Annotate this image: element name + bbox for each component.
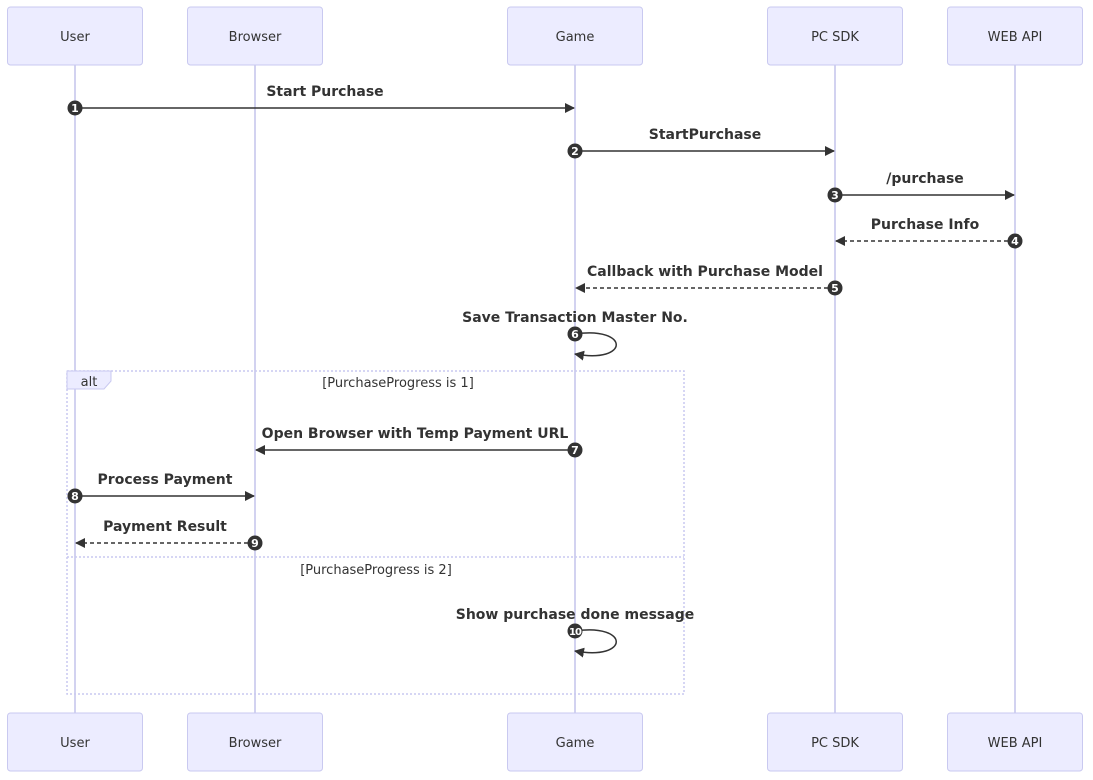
- message-label: StartPurchase: [649, 127, 762, 143]
- actor-label: Browser: [229, 736, 282, 751]
- actor-browser-bottom: Browser: [187, 712, 323, 772]
- sequence-number-badge: 6: [567, 326, 583, 342]
- badge-circle: [1007, 233, 1023, 249]
- actor-box: [7, 712, 143, 772]
- alt-frame: [66, 370, 685, 695]
- message-label: Process Payment: [98, 472, 233, 488]
- message-label: Payment Result: [103, 519, 227, 535]
- badge-number: 1: [71, 102, 79, 115]
- actor-box: [187, 6, 323, 66]
- sequence-number-badge: 3: [827, 187, 843, 203]
- badge-number: 10: [569, 627, 582, 638]
- message-1: Start Purchase 1: [67, 84, 575, 116]
- sequence-number-badge: 2: [567, 143, 583, 159]
- actor-box: [947, 6, 1083, 66]
- alt-fragment: alt [PurchaseProgress is 1] [PurchasePro…: [66, 370, 685, 695]
- message-10: Show purchase done message 10: [456, 607, 694, 658]
- sequence-number-badge: 4: [1007, 233, 1023, 249]
- message-label: Show purchase done message: [456, 607, 694, 623]
- message-label: Purchase Info: [871, 217, 980, 233]
- badge-circle: [247, 535, 263, 551]
- message-label: Save Transaction Master No.: [462, 310, 688, 326]
- message-arrow: [574, 332, 617, 361]
- sequence-number-badge: 5: [827, 280, 843, 296]
- actor-label: User: [60, 30, 90, 45]
- actor-label: Game: [556, 30, 595, 45]
- badge-number: 2: [571, 145, 579, 158]
- badge-circle: [567, 326, 583, 342]
- actor-box: [7, 6, 143, 66]
- message-6: Save Transaction Master No. 6: [462, 310, 688, 361]
- actor-user-bottom: User: [7, 712, 143, 772]
- actor-user-top: User: [7, 6, 143, 66]
- actor-box: [767, 6, 903, 66]
- message-arrow: [574, 629, 617, 658]
- message-3: /purchase 3: [827, 171, 1015, 203]
- alt-keyword: alt: [81, 375, 98, 390]
- badge-circle: [567, 143, 583, 159]
- message-label: Open Browser with Temp Payment URL: [262, 426, 569, 442]
- actor-webapi-top: WEB API: [947, 6, 1083, 66]
- lifelines: [74, 65, 1016, 713]
- actor-pcsdk-bottom: PC SDK: [767, 712, 903, 772]
- sequence-number-badge: 10: [567, 623, 583, 639]
- alt-condition-2: [PurchaseProgress is 2]: [300, 563, 452, 578]
- actor-label: WEB API: [988, 736, 1043, 751]
- actor-label: Browser: [229, 30, 282, 45]
- badge-circle: [827, 280, 843, 296]
- actor-box: [947, 712, 1083, 772]
- alt-tab: [66, 370, 112, 390]
- actor-box: [767, 712, 903, 772]
- badge-circle: [67, 100, 83, 116]
- message-5: Callback with Purchase Model 5: [575, 264, 843, 296]
- badge-number: 4: [1011, 235, 1019, 248]
- actor-pcsdk-top: PC SDK: [767, 6, 903, 66]
- badge-number: 3: [831, 189, 839, 202]
- badge-circle: [567, 623, 583, 639]
- actor-label: Game: [556, 736, 595, 751]
- actor-box: [507, 712, 643, 772]
- message-9: Payment Result 9: [75, 519, 263, 551]
- sequence-number-badge: 8: [67, 488, 83, 504]
- badge-number: 6: [571, 328, 579, 341]
- actor-box: [507, 6, 643, 66]
- badge-number: 5: [831, 282, 839, 295]
- sequence-number-badge: 9: [247, 535, 263, 551]
- actor-label: User: [60, 736, 90, 751]
- actor-game-bottom: Game: [507, 712, 643, 772]
- message-2: StartPurchase 2: [567, 127, 835, 159]
- badge-circle: [67, 488, 83, 504]
- actor-label: PC SDK: [811, 30, 859, 45]
- actor-label: PC SDK: [811, 736, 859, 751]
- actor-webapi-bottom: WEB API: [947, 712, 1083, 772]
- sequence-number-badge: 7: [567, 442, 583, 458]
- sequence-number-badge: 1: [67, 100, 83, 116]
- alt-condition-1: [PurchaseProgress is 1]: [322, 376, 474, 391]
- message-4: Purchase Info 4: [835, 217, 1023, 249]
- badge-circle: [827, 187, 843, 203]
- actor-label: WEB API: [988, 30, 1043, 45]
- message-label: /purchase: [886, 171, 964, 187]
- message-8: Process Payment 8: [67, 472, 255, 504]
- actor-browser-top: Browser: [187, 6, 323, 66]
- message-label: Start Purchase: [266, 84, 383, 100]
- actor-box: [187, 712, 323, 772]
- badge-circle: [567, 442, 583, 458]
- message-label: Callback with Purchase Model: [587, 264, 823, 280]
- badge-number: 9: [251, 537, 259, 550]
- actor-game-top: Game: [507, 6, 643, 66]
- badge-number: 8: [71, 490, 79, 503]
- badge-number: 7: [571, 444, 579, 457]
